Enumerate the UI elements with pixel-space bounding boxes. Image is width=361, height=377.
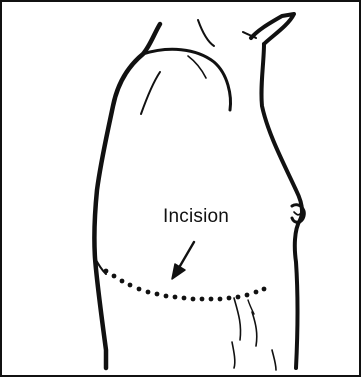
- incision-label: Incision: [163, 207, 229, 226]
- arm-shading: [234, 298, 241, 340]
- neck-outline: [251, 14, 294, 44]
- callout-arrow-head: [172, 264, 185, 279]
- neck-shading: [198, 20, 214, 46]
- nipple-mark: [294, 212, 300, 215]
- shoulder-inner-line: [188, 56, 206, 78]
- arm-shading: [272, 350, 276, 370]
- back-outline: [94, 24, 160, 368]
- incision-line: [104, 269, 267, 302]
- arm-shading: [248, 300, 254, 314]
- arm-shading: [252, 312, 257, 346]
- torso-illustration: [2, 2, 359, 375]
- arm-shading: [232, 342, 235, 368]
- shoulder-inner-line: [141, 72, 160, 114]
- callout-arrow-shaft: [180, 242, 194, 266]
